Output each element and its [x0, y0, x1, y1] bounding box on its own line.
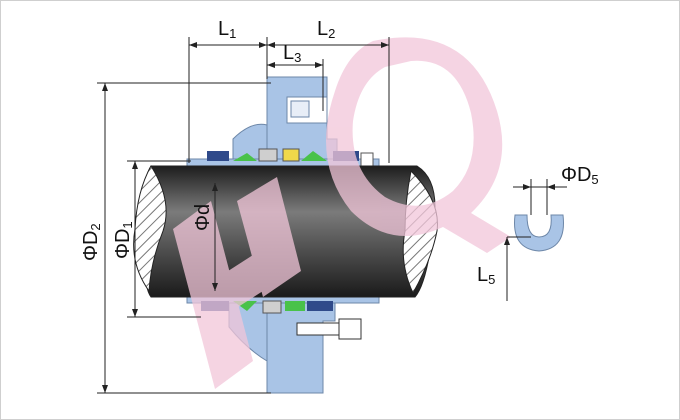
label-L5: L5	[477, 264, 495, 287]
label-D5: ΦD5	[561, 164, 599, 187]
label-D1: ΦD1	[112, 221, 135, 259]
watermark-hq	[173, 37, 511, 389]
label-L2: L2	[317, 18, 335, 41]
detail-ring-section	[504, 179, 567, 301]
seal-assembly-top	[186, 148, 380, 170]
dimension-D2	[97, 82, 271, 394]
label-d: Φd	[192, 204, 214, 231]
dimension-L3	[267, 59, 324, 111]
label-D2: ΦD2	[80, 223, 103, 261]
dimension-D1	[127, 160, 201, 318]
label-L1: L1	[218, 18, 236, 41]
dimension-L1-L2	[188, 37, 390, 163]
label-L3: L3	[283, 42, 301, 65]
dimension-d	[212, 183, 218, 291]
